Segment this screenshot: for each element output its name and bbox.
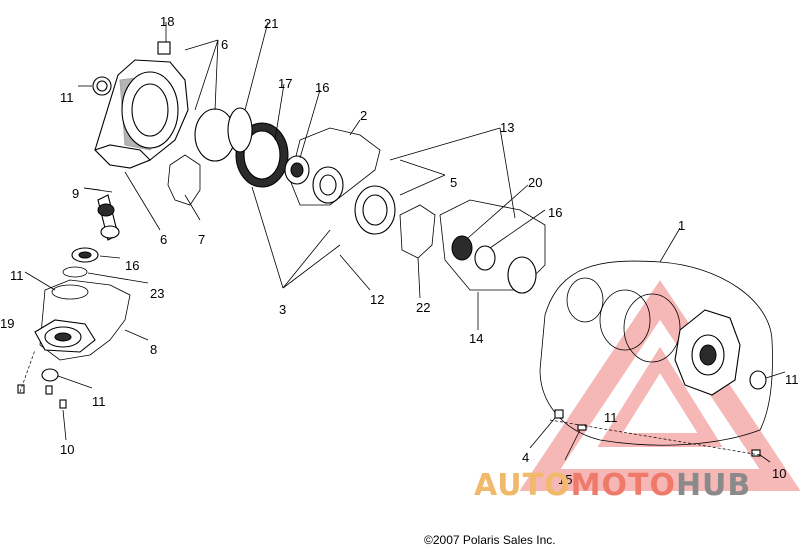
callout-15: 15 [558, 472, 572, 487]
callout-11: 11 [785, 372, 799, 387]
callout-8: 8 [150, 342, 157, 357]
callout-5: 5 [450, 175, 457, 190]
end-cover-1 [674, 309, 741, 396]
callout-16: 16 [125, 258, 139, 273]
callout-18: 18 [160, 14, 174, 29]
watermark-brand: AUTOMOTOHUB [474, 468, 751, 503]
seal-11-right [749, 370, 767, 390]
callout-13: 13 [500, 120, 514, 135]
callout-16: 16 [548, 205, 562, 220]
callout-10: 10 [60, 442, 74, 457]
callout-11: 11 [92, 394, 106, 409]
callout-21: 21 [264, 16, 278, 31]
pinion-shaft-9 [97, 194, 120, 241]
axis-dash-1 [549, 419, 761, 456]
gasket-7 [167, 154, 201, 206]
gear-housing [93, 59, 189, 169]
roller-cage-12 [354, 185, 396, 235]
callout-6: 6 [221, 37, 228, 52]
axis-dash-2 [19, 349, 36, 393]
brand-hub: HUB [675, 468, 752, 503]
callout-1: 1 [678, 218, 685, 233]
part-4 [554, 409, 564, 419]
bolt-10-c [59, 399, 67, 409]
callout-7: 7 [198, 232, 205, 247]
callout-19: 19 [0, 316, 14, 331]
group-outline-8 [39, 279, 131, 361]
pinion-housing-19 [34, 319, 96, 353]
group-outline-13 [439, 199, 546, 291]
callout-11: 11 [60, 90, 74, 105]
bolt-10-b [45, 385, 53, 395]
ring-gear-21 [227, 107, 289, 188]
breather-18 [157, 41, 171, 55]
callout-16: 16 [315, 80, 329, 95]
group-outline-cover [539, 260, 773, 446]
brand-moto: MOTO [570, 468, 676, 503]
gasket-22 [399, 204, 436, 259]
watermark-triangle [519, 280, 800, 491]
bolt-10-right [751, 449, 761, 457]
callout-4: 4 [522, 450, 529, 465]
o-ring-11-lower [51, 284, 89, 300]
callout-17: 17 [278, 76, 292, 91]
bearing-16-mid [474, 245, 496, 271]
copyright-text: ©2007 Polaris Sales Inc. [424, 533, 556, 547]
cover-o-ring-c [623, 293, 681, 363]
seal-11-bottom [41, 368, 59, 382]
group-outline-2 [289, 127, 381, 206]
callout-20: 20 [528, 175, 542, 190]
callout-12: 12 [370, 292, 384, 307]
callout-22: 22 [416, 300, 430, 315]
brand-auto: AUTO [474, 468, 571, 503]
callout-3: 3 [279, 302, 286, 317]
callout-11: 11 [604, 410, 618, 425]
cover-o-ring-b [599, 289, 651, 351]
o-ring-23 [62, 266, 88, 278]
callout-9: 9 [72, 186, 79, 201]
race-14 [507, 256, 537, 294]
callout-23: 23 [150, 286, 164, 301]
callout-11: 11 [10, 268, 24, 283]
callout-14: 14 [469, 331, 483, 346]
gear-20 [451, 235, 473, 261]
callout-10: 10 [772, 466, 786, 481]
cover-o-ring-a [566, 277, 604, 323]
callout-6: 6 [160, 232, 167, 247]
leader-lines [24, 21, 786, 463]
callout-2: 2 [360, 108, 367, 123]
bolt-10-a [17, 384, 25, 394]
